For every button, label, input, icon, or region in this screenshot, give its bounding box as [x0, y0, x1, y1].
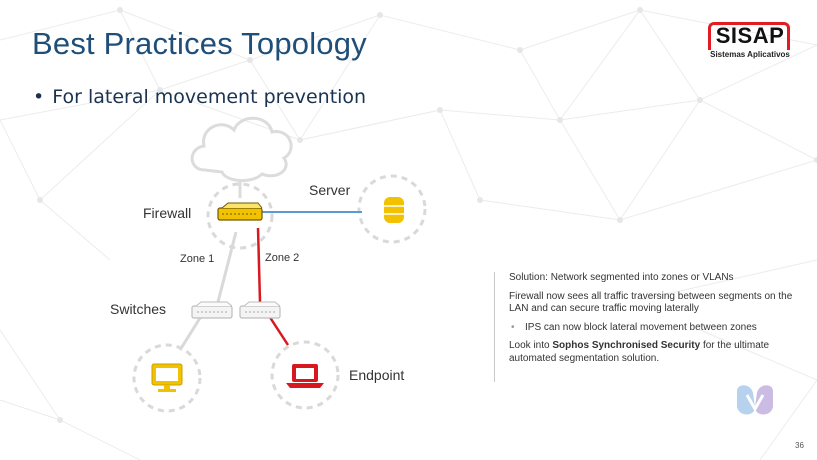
switches-label: Switches [110, 301, 167, 317]
switch-monitor-link [178, 317, 202, 351]
ips-text: IPS can now block lateral movement betwe… [509, 322, 809, 335]
zone1-label: Zone 1 [180, 253, 215, 265]
info-panel: Solution: Network segmented into zones o… [494, 272, 809, 382]
look-suffix: for the ultimate automated segmentation … [509, 340, 770, 364]
sophos-link-text: Sophos Synchronised Security [552, 340, 701, 351]
zone2-label: Zone 2 [265, 252, 300, 264]
logo-frame [708, 22, 790, 50]
monitor-ring [132, 343, 202, 413]
bullet-text: For lateral movement prevention [52, 86, 367, 108]
switch-icon [191, 301, 233, 319]
switch-icon [239, 301, 281, 319]
monitor-icon [151, 363, 183, 392]
zone2-link [256, 227, 290, 346]
bullet-dot: • [33, 86, 45, 108]
firewall-ring [206, 182, 274, 250]
logo-word: SISAP [715, 23, 785, 48]
firewall-icon [217, 202, 263, 221]
solution-text: Solution: Network segmented into zones o… [509, 272, 734, 283]
logo-subtitle: Sistemas Aplicativos [710, 50, 790, 59]
slide-title: Best Practices Topology [32, 26, 367, 61]
page-number: 36 [795, 441, 804, 450]
firewall-label: Firewall [143, 205, 192, 221]
cloud-icon [190, 116, 293, 182]
server-ring [357, 174, 427, 244]
firewall-text: Firewall now sees all traffic traversing… [509, 290, 793, 315]
server-icon [384, 197, 404, 223]
sisap-logo: SISAP Sistemas Aplicativos [708, 22, 792, 62]
look-into-text: Look into Sophos Synchronised Security f… [509, 340, 809, 365]
look-prefix: Look into [509, 340, 553, 351]
endpoint-label: Endpoint [349, 367, 405, 383]
bullet-point: • For lateral movement prevention [33, 86, 366, 108]
zone1-link [216, 231, 238, 303]
server-label: Server [309, 182, 351, 198]
laptop-ring [270, 340, 340, 410]
webex-icon [737, 385, 773, 415]
laptop-icon [286, 364, 324, 388]
